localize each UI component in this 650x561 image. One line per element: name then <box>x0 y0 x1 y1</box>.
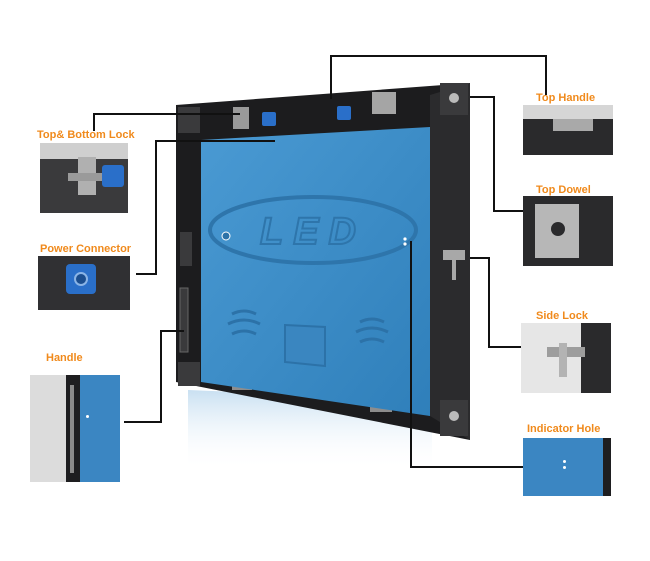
vent-panel <box>284 323 326 368</box>
leader-dowel-h2 <box>493 210 523 212</box>
leader-top-handle-v1 <box>330 55 332 99</box>
top-lock <box>233 107 249 129</box>
leader-top-handle-v2 <box>545 55 547 95</box>
leader-top-handle-h <box>330 55 547 57</box>
leader-side-h1 <box>470 257 490 259</box>
inset-power-connector <box>38 256 130 310</box>
leader-power-h1 <box>155 140 275 142</box>
cabinet-right-side <box>430 83 470 440</box>
top-handle-mech <box>372 92 396 114</box>
leader-handle-h1 <box>160 330 184 332</box>
inset-indicator-hole <box>523 438 611 496</box>
left-knob <box>180 232 192 266</box>
blue-back-panel <box>201 127 430 416</box>
leader-handle-v <box>160 330 162 422</box>
inset-top-dowel <box>523 196 613 266</box>
leader-power-h2 <box>136 273 157 275</box>
leader-side-v <box>488 257 490 347</box>
leader-lock-v <box>93 113 95 131</box>
speaker-waves-left <box>227 309 261 336</box>
speaker-waves-right <box>355 317 389 344</box>
leader-dowel-h1 <box>470 96 494 98</box>
power-connector-top-2 <box>337 106 351 120</box>
logo-text: LED <box>260 211 366 253</box>
inset-top-handle <box>523 105 613 155</box>
inset-top-bottom-lock <box>40 143 128 213</box>
indicator-hole-dot <box>403 237 407 241</box>
label-side-lock: Side Lock <box>536 310 588 322</box>
label-top-dowel: Top Dowel <box>536 184 591 196</box>
leader-side-h2 <box>488 346 523 348</box>
label-power-connector: Power Connector <box>40 243 132 255</box>
inset-side-lock <box>521 323 611 393</box>
side-lock <box>443 250 465 260</box>
leader-power-v <box>155 140 157 274</box>
inset-handle <box>30 375 120 482</box>
logo-emboss <box>208 195 418 265</box>
panel-screw <box>221 231 231 241</box>
leader-dowel-v <box>493 96 495 211</box>
leader-indicator-v <box>410 241 412 467</box>
label-top-bottom-lock: Top& Bottom Lock <box>37 129 135 141</box>
leader-handle-h2 <box>124 421 162 423</box>
power-connector-top <box>262 112 276 126</box>
label-top-handle: Top Handle <box>536 92 596 104</box>
leader-lock-h <box>93 113 240 115</box>
corner-bracket-bl <box>178 362 200 386</box>
corner-bracket-tl <box>178 107 200 133</box>
left-handle <box>179 287 189 353</box>
label-handle: Handle <box>46 352 83 364</box>
label-indicator-hole: Indicator Hole <box>527 423 601 435</box>
leader-indicator-h <box>410 466 523 468</box>
